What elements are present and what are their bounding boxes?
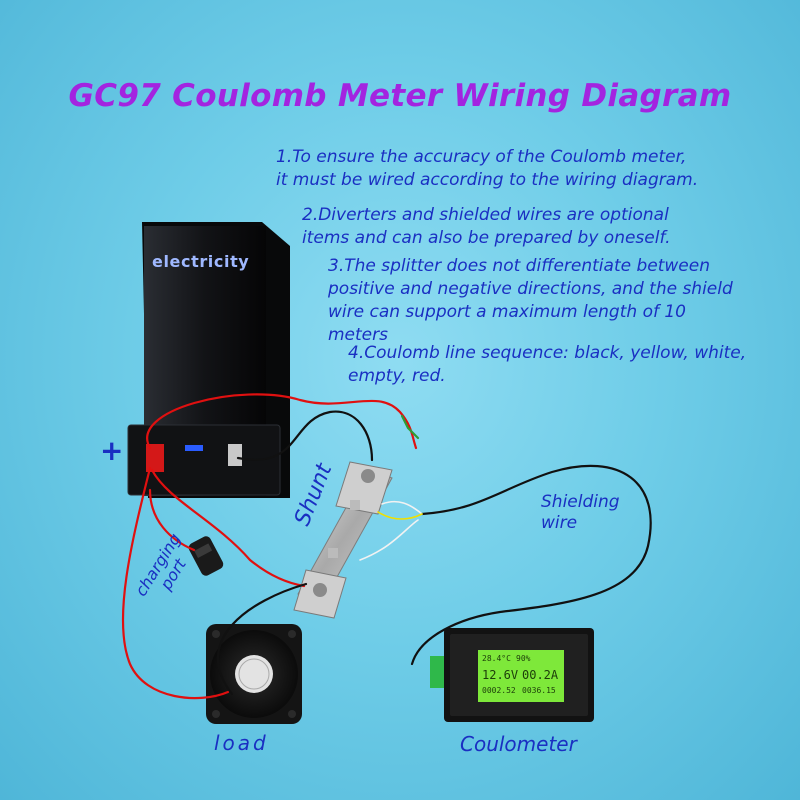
red-wires (121, 393, 420, 700)
shunt (293, 461, 393, 619)
note-3: 3.The splitter does not differentiate be… (328, 256, 733, 345)
battery (127, 222, 290, 498)
meter-capacity: 0002.52 (482, 686, 516, 695)
black-wires (217, 410, 652, 696)
battery-indicator (185, 445, 203, 451)
coulometer-label: Coulometer (460, 732, 577, 756)
charging-port (188, 536, 224, 576)
diagram-title: GC97 Coulomb Meter Wiring Diagram (68, 78, 732, 114)
meter-current: 00.2A (522, 668, 559, 682)
coulometer-device (430, 628, 594, 722)
meter-voltage: 12.6V (482, 668, 519, 682)
load-label: load (214, 731, 269, 755)
shielding-wire-label: Shielding wire (541, 492, 620, 533)
meter-temperature: 28.4°C (482, 654, 511, 663)
note-1: 1.To ensure the accuracy of the Coulomb … (276, 147, 699, 190)
positive-terminal (146, 444, 164, 472)
note-4: 4.Coulomb line sequence: black, yellow, … (348, 343, 747, 386)
meter-percent: 90% (516, 654, 531, 663)
negative-terminal (228, 444, 242, 466)
positive-sign: + (100, 434, 124, 467)
meter-time: 0036.15 (522, 686, 556, 695)
meter-screen (478, 650, 564, 702)
meter-connector (430, 656, 444, 688)
sense-wires (359, 500, 423, 561)
note-2: 2.Diverters and shielded wires are optio… (302, 205, 671, 248)
battery-label: electricity (152, 252, 250, 271)
fan-load (206, 624, 302, 724)
